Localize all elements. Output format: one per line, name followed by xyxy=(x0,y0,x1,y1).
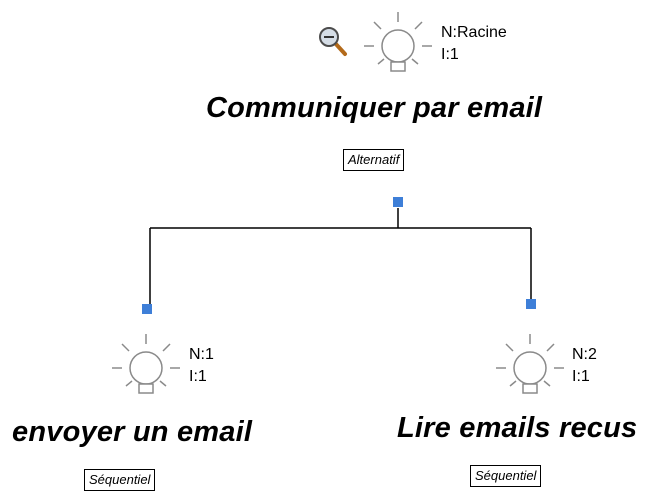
root-node-iteration: I:1 xyxy=(441,46,459,63)
lightbulb-icon xyxy=(496,334,564,394)
zoom-out-icon[interactable] xyxy=(318,26,356,60)
child-1-connector-handle[interactable] xyxy=(142,304,152,314)
lightbulb-icon xyxy=(364,12,432,72)
child-1-node-id: N:1 xyxy=(189,346,214,363)
root-connector-handle[interactable] xyxy=(393,197,403,207)
root-node-id: N:Racine xyxy=(441,24,507,41)
root-operator-label[interactable]: Alternatif xyxy=(343,149,405,171)
root-node-meta: N:Racine I:1 xyxy=(441,22,507,66)
child-1-node-meta: N:1 I:1 xyxy=(189,344,214,388)
child-2-task-title[interactable]: Lire emails recus xyxy=(397,412,638,444)
child-2-node-meta: N:2 I:1 xyxy=(572,344,597,388)
child-1-operator-label[interactable]: Séquentiel xyxy=(84,469,156,491)
child-2-node-id: N:2 xyxy=(572,346,597,363)
root-task-title[interactable]: Communiquer par email xyxy=(206,92,543,124)
child-2-node-iteration: I:1 xyxy=(572,368,590,385)
child-1-task-title[interactable]: envoyer un email xyxy=(12,416,253,448)
child-1-node-iteration: I:1 xyxy=(189,368,207,385)
lightbulb-icon xyxy=(112,334,180,394)
child-2-operator-label[interactable]: Séquentiel xyxy=(470,465,542,487)
child-2-connector-handle[interactable] xyxy=(526,299,536,309)
